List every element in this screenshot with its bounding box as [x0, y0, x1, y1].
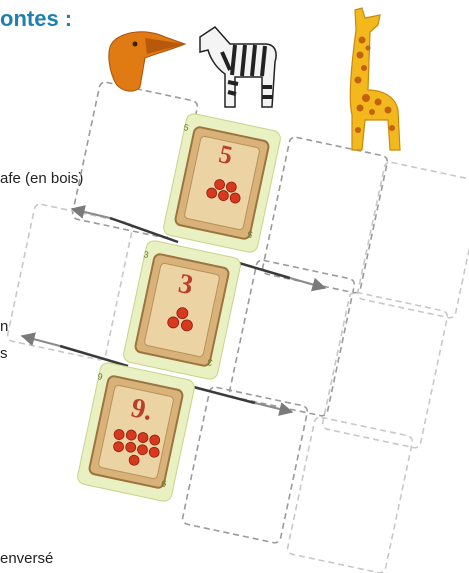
slot-far-right-middle — [321, 291, 449, 449]
card-corner-3-top: 3 — [143, 249, 150, 260]
arrow-lower-left-dark — [59, 344, 129, 368]
slot-right-middle — [228, 259, 356, 417]
fruit-card-5 — [163, 113, 281, 253]
empty-slots — [6, 81, 469, 573]
card-number-5: 5 — [216, 139, 235, 170]
giraffe-caption: afe (en bois) — [0, 170, 84, 187]
fruit-card-3 — [123, 240, 241, 380]
slot-far-right-bottom — [286, 416, 414, 573]
card-corner-5-top: 5 — [183, 122, 190, 133]
side-letter-s: s — [0, 345, 8, 362]
arrow-upper-left-faded — [70, 205, 111, 219]
card-number-3: 3 — [176, 268, 196, 301]
arrow-lower-left-faded — [20, 332, 61, 347]
card-corner-9-top: 9 — [97, 371, 104, 382]
slot-far-right-top — [356, 161, 469, 319]
bottom-caption: enversé — [0, 550, 54, 567]
card-corner-5-bottom: 5 — [246, 229, 253, 240]
slot-right-bottom — [181, 386, 309, 544]
side-letter-n: n — [0, 318, 9, 335]
arrow-upper-left-dark — [109, 216, 179, 244]
arrow-upper-right-faded — [289, 277, 327, 292]
giraffe-figure — [349, 7, 401, 151]
section-title: ontes : — [0, 6, 73, 31]
card-corner-3-bottom: 3 — [206, 357, 213, 368]
slot-right-top — [261, 136, 389, 294]
zebra-figure — [199, 26, 277, 108]
card-corner-9-bottom: 9 — [160, 478, 167, 489]
fruit-card-9 — [77, 362, 195, 502]
arrow-lower-right-faded — [254, 402, 294, 416]
toucan-figure — [108, 31, 187, 92]
